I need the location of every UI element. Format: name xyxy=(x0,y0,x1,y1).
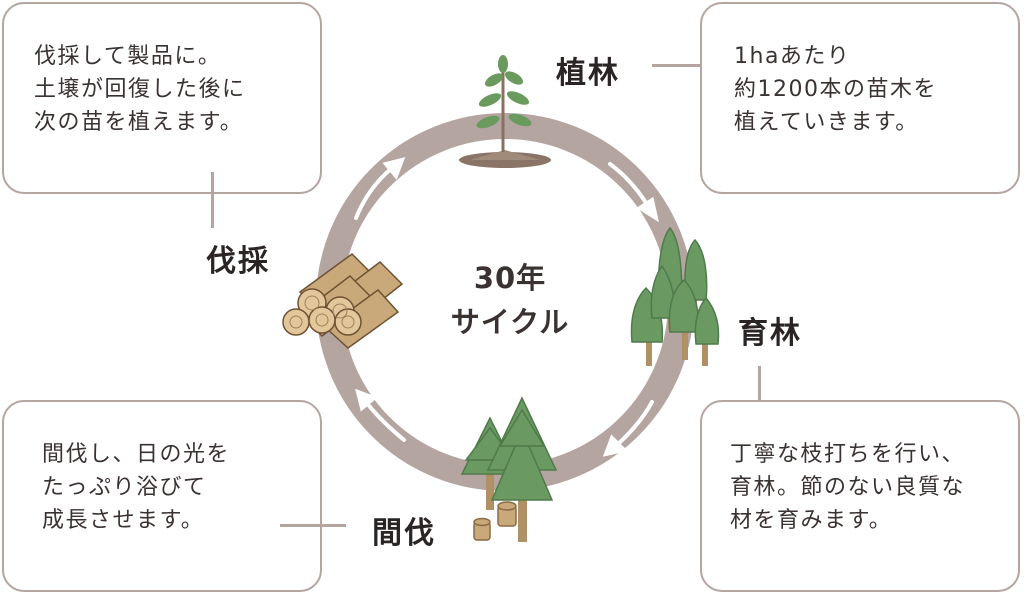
growing-label: 育林 xyxy=(738,316,802,351)
arrow-bottom-left-icon xyxy=(355,388,406,442)
planting-note: 1haあたり 約1200本の苗木を 植えていきます。 xyxy=(734,44,937,135)
cycle-center-label: 30年 サイクル xyxy=(420,256,600,344)
arrow-top-right-icon xyxy=(608,162,659,223)
harvest-label: 伐採 xyxy=(206,244,270,279)
cycle-word: サイクル xyxy=(450,305,570,339)
growing-note: 丁寧な枝打ちを行い、 育林。節のない良質な 材を育みます。 xyxy=(730,442,966,533)
cycle-years: 30年 xyxy=(473,261,547,295)
planting-connector xyxy=(652,64,702,67)
arrow-top-left-icon xyxy=(354,157,406,220)
thinning-note-box xyxy=(2,400,322,592)
harvest-note: 伐採して製品に。 土壌が回復した後に 次の苗を植えます。 xyxy=(34,44,246,135)
thinned-forest-icon xyxy=(460,396,558,542)
growing-connector xyxy=(758,366,761,402)
thinning-connector xyxy=(280,524,346,527)
thinning-note: 間伐し、日の光を たっぷり浴びて 成長させます。 xyxy=(42,442,231,533)
logs-icon xyxy=(282,253,404,349)
thinning-label: 間伐 xyxy=(372,516,436,551)
forest-icon xyxy=(630,226,720,366)
harvest-connector xyxy=(211,172,214,228)
planting-note-box xyxy=(700,2,1020,194)
harvest-note-box xyxy=(2,2,322,194)
sapling-icon xyxy=(459,55,551,168)
planting-label: 植林 xyxy=(556,56,620,91)
growing-note-box xyxy=(700,400,1020,592)
arrow-bottom-right-icon xyxy=(602,400,654,457)
